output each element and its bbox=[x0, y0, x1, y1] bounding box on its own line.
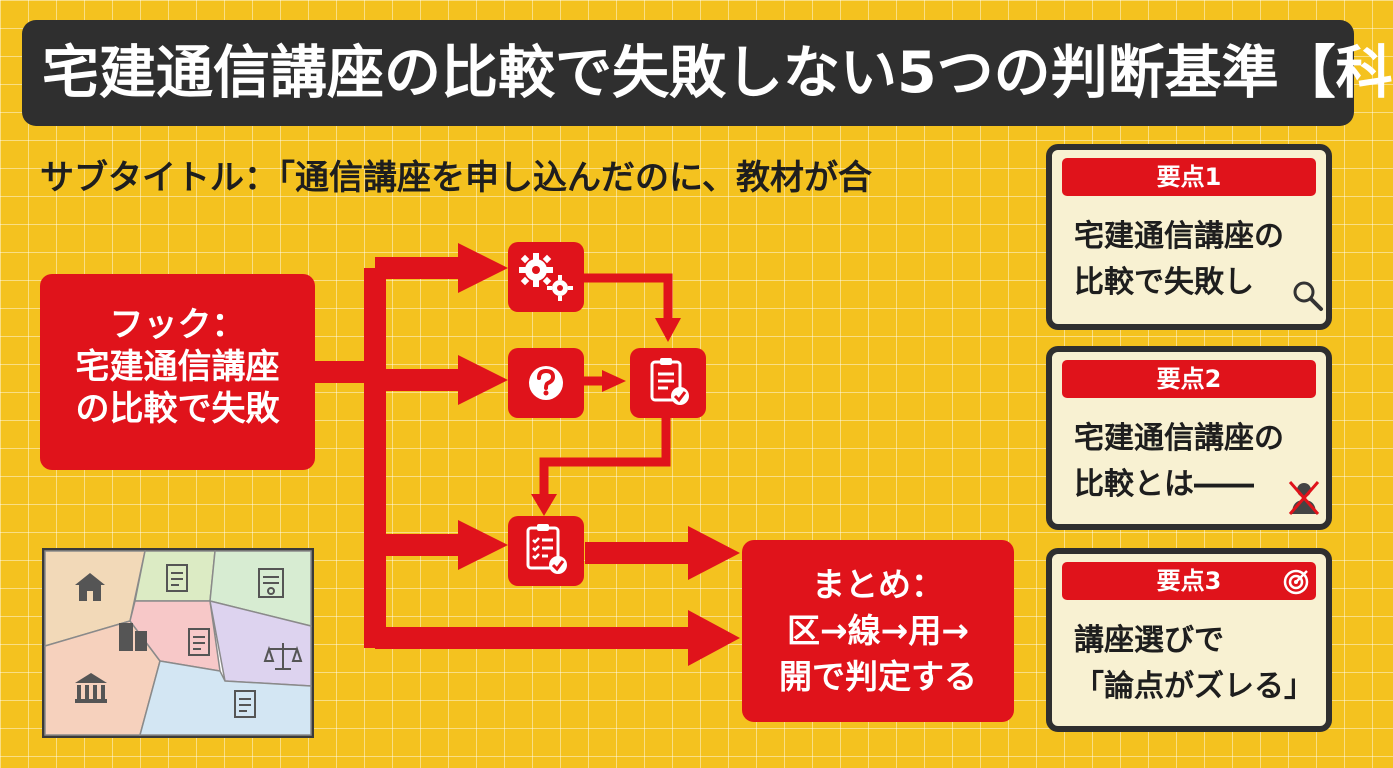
point-card-1-line-1: 宅建通信講座の bbox=[1074, 219, 1284, 254]
point-card-1-line-2: 比較で失敗し bbox=[1074, 265, 1254, 300]
connector-arrowhead-2 bbox=[602, 370, 626, 392]
checklist-icon bbox=[526, 524, 567, 574]
hook-line-3: の比較で失敗 bbox=[75, 389, 280, 429]
point-card-3: 要点3 講座選びで 「論点がズレる」 bbox=[1046, 548, 1332, 732]
connector-clipboard-checklist bbox=[539, 418, 671, 496]
arrowhead-3 bbox=[458, 520, 508, 570]
file-icon bbox=[234, 690, 256, 718]
node-gears bbox=[508, 242, 584, 312]
connector-gears-clipboard bbox=[584, 273, 673, 322]
point-card-3-line-2: 「論点がズレる」 bbox=[1074, 669, 1314, 704]
building-icon bbox=[119, 623, 147, 651]
point-card-3-body: 講座選びで 「論点がズレる」 bbox=[1074, 618, 1314, 710]
point-card-3-line-1: 講座選びで bbox=[1074, 623, 1224, 658]
point-card-2-line-1: 宅建通信講座の bbox=[1074, 421, 1284, 456]
house-icon bbox=[75, 573, 105, 601]
form-icon bbox=[188, 628, 210, 656]
summary-line-3: 開で判定する bbox=[779, 657, 977, 696]
gears-icon bbox=[519, 253, 573, 301]
page-title: 宅建通信講座の比較で失敗しない5つの判断基準【科 bbox=[42, 40, 1393, 106]
node-clipboard bbox=[630, 348, 706, 418]
target-icon bbox=[1283, 569, 1309, 595]
point-card-2: 要点2 宅建通信講座の 比較とは―― bbox=[1046, 346, 1332, 530]
point-card-3-header: 要点3 bbox=[1062, 562, 1316, 600]
point-card-2-body: 宅建通信講座の 比較とは―― bbox=[1074, 416, 1284, 508]
subtitle: サブタイトル：「通信講座を申し込んだのに、教材が合 bbox=[40, 158, 872, 198]
summary-box: まとめ： 区→線→用→ 開で判定する bbox=[742, 540, 1014, 722]
hook-line-1: フック： bbox=[109, 305, 246, 345]
node-question bbox=[508, 348, 584, 418]
point-card-2-line-2: 比較とは―― bbox=[1074, 467, 1254, 502]
point-card-1-header: 要点1 bbox=[1062, 158, 1316, 196]
clipboard-check-icon bbox=[650, 358, 689, 405]
node-checklist bbox=[508, 516, 584, 586]
arrowhead-4 bbox=[688, 610, 740, 666]
zoning-map bbox=[42, 548, 314, 738]
bank-icon bbox=[75, 673, 107, 703]
scale-icon bbox=[263, 643, 303, 670]
zoning-map-graphic bbox=[44, 550, 312, 736]
certificate-icon bbox=[258, 568, 284, 598]
summary-line-2: 区→線→用→ bbox=[787, 611, 969, 650]
point-card-2-header: 要点2 bbox=[1062, 360, 1316, 398]
arrowhead-2 bbox=[458, 355, 508, 405]
connector-arrowhead-3 bbox=[531, 494, 557, 516]
arrowhead-1 bbox=[458, 243, 508, 293]
point-card-1: 要点1 宅建通信講座の 比較で失敗し bbox=[1046, 144, 1332, 330]
hook-box: フック： 宅建通信講座 の比較で失敗 bbox=[40, 274, 315, 470]
connector-arrowhead-1 bbox=[655, 318, 681, 342]
document-icon bbox=[166, 564, 188, 592]
summary-line-1: まとめ： bbox=[812, 565, 944, 604]
title-bar: 宅建通信講座の比較で失敗しない5つの判断基準【科 bbox=[22, 20, 1393, 126]
hook-line-2: 宅建通信講座 bbox=[75, 347, 280, 387]
magnifier-icon bbox=[1293, 281, 1323, 311]
person-cross-icon bbox=[1288, 481, 1320, 515]
arrowhead-5 bbox=[688, 526, 740, 580]
question-icon bbox=[529, 366, 563, 400]
point-card-1-body: 宅建通信講座の 比較で失敗し bbox=[1074, 214, 1284, 306]
